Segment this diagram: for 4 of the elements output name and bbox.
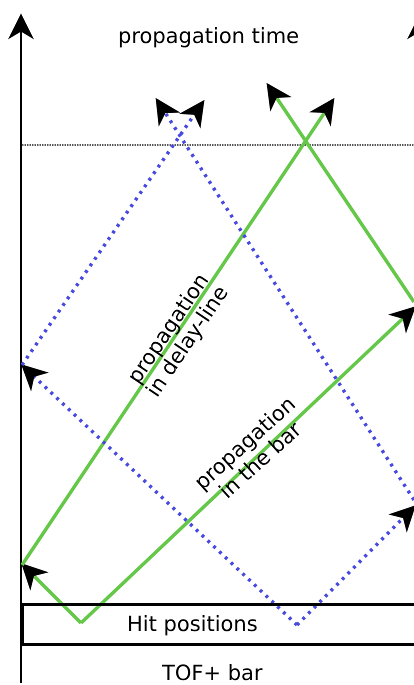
axis-title: propagation time xyxy=(118,25,300,48)
axis-caption: TOF+ bar xyxy=(162,662,263,685)
bar-label: Hit positions xyxy=(127,612,258,636)
scintillator-bar xyxy=(21,603,414,646)
